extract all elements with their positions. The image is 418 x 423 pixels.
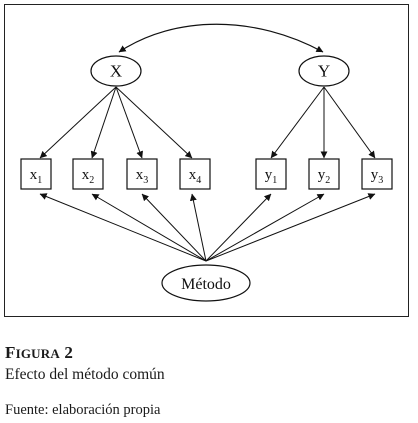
indicator-label-x4: x4 xyxy=(189,167,202,186)
method-path-x2 xyxy=(91,193,207,262)
indicator-box-y3 xyxy=(361,158,393,190)
latent-label-x: X xyxy=(110,62,122,81)
latent-node-x xyxy=(90,55,142,87)
figure-title-initial: F xyxy=(5,343,16,362)
figure-title-rest: IGURA xyxy=(15,346,60,361)
indicator-box-y2 xyxy=(308,158,340,190)
indicator-box-x3 xyxy=(126,158,158,190)
indicator-label-y2: y2 xyxy=(318,167,331,186)
figure-number: 2 xyxy=(64,343,74,362)
figure-source: Fuente: elaboración propia xyxy=(5,402,161,418)
path-y-to-y3 xyxy=(323,86,376,159)
indicator-label-x1: x1 xyxy=(30,167,43,186)
indicator-label-y1: y1 xyxy=(265,167,278,186)
path-diagram: X Y x1 x2 x3 x4 y1 y2 y3 xyxy=(20,23,393,302)
method-path-x3 xyxy=(141,193,207,262)
indicator-box-x4 xyxy=(179,158,211,190)
latent-label-y: Y xyxy=(318,62,330,81)
indicator-box-x1 xyxy=(20,158,52,190)
latent-node-y xyxy=(298,55,350,87)
indicator-box-x2 xyxy=(72,158,104,190)
path-x-to-x2 xyxy=(90,86,117,159)
method-path-y2 xyxy=(205,193,325,262)
figure-frame: X Y x1 x2 x3 x4 y1 y2 y3 xyxy=(4,4,409,317)
method-label: Método xyxy=(181,276,231,293)
method-node xyxy=(161,264,251,302)
figure-title: FIGURA 2 xyxy=(5,343,73,363)
indicator-label-y3: y3 xyxy=(371,167,384,186)
indicator-label-x3: x3 xyxy=(136,167,149,186)
path-x-to-x1 xyxy=(39,86,117,159)
covariance-arc xyxy=(118,23,324,53)
path-x-to-x4 xyxy=(115,86,193,159)
method-path-y3 xyxy=(205,193,376,262)
method-path-x4 xyxy=(189,193,207,262)
path-x-to-x3 xyxy=(115,86,143,159)
indicator-box-y1 xyxy=(255,158,287,190)
figure-subtitle: Efecto del método común xyxy=(5,366,165,383)
method-path-y1 xyxy=(205,193,272,262)
method-path-x1 xyxy=(39,193,207,262)
path-y-to-y1 xyxy=(270,86,325,159)
indicator-label-x2: x2 xyxy=(82,167,95,186)
